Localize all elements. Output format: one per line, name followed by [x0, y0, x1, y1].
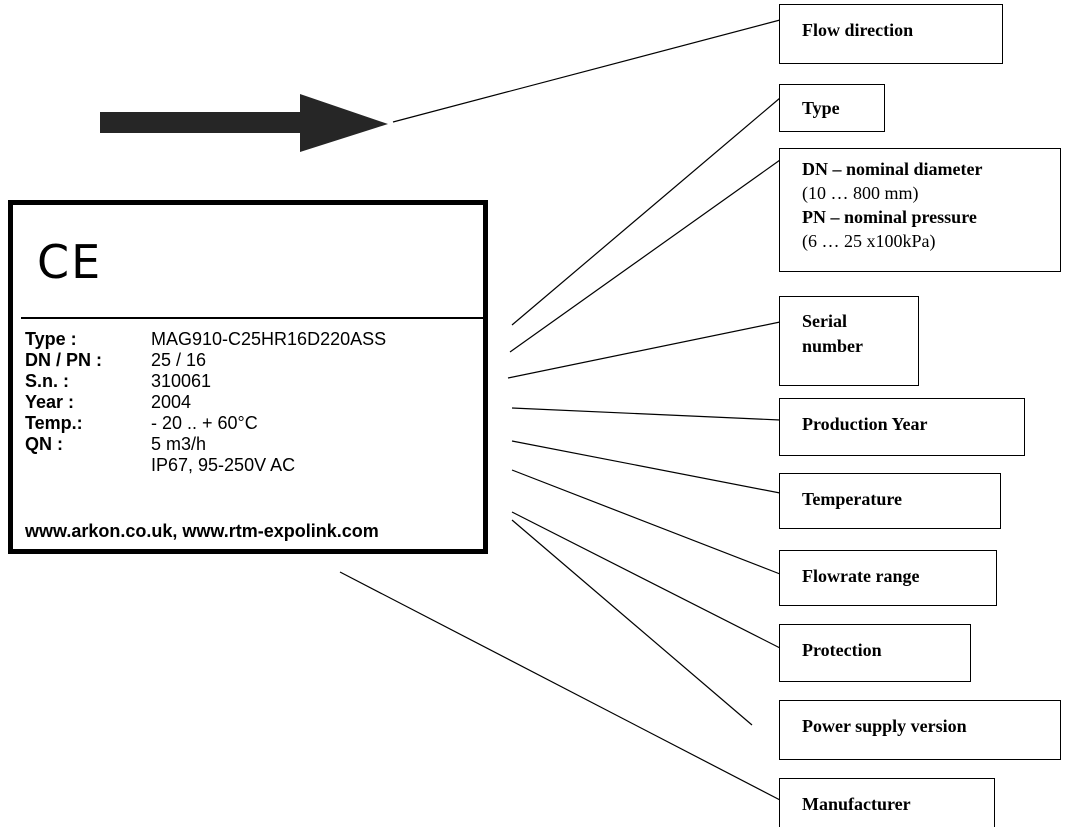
leader-flowrate [511, 469, 781, 575]
callout-protection: Protection [779, 624, 971, 682]
spec-label: Type : [25, 329, 77, 349]
callout-dn-title: DN – nominal diameter [802, 159, 983, 179]
callout-flow-direction: Flow direction [779, 4, 1003, 64]
leader-type [511, 97, 781, 326]
callout-label-line2: number [802, 336, 864, 356]
callout-dn-pn: DN – nominal diameter (10 … 800 mm) PN –… [779, 148, 1061, 272]
nameplate: CE Type : MAG910-C25HR16D220ASS DN / PN … [8, 200, 488, 554]
leader-dn-pn [509, 159, 781, 353]
callout-label: Type [802, 98, 840, 118]
callout-flowrate-range: Flowrate range [779, 550, 997, 606]
spec-label: QN : [25, 434, 63, 454]
spec-label: S.n. : [25, 371, 69, 391]
callout-pn-title: PN – nominal pressure [802, 207, 977, 227]
callout-manufacturer: Manufacturer [779, 778, 995, 827]
ce-mark: CE [37, 235, 103, 289]
leader-serial [507, 321, 781, 379]
callout-type: Type [779, 84, 885, 132]
nameplate-spec-table: Type : MAG910-C25HR16D220ASS DN / PN : 2… [25, 329, 386, 476]
spec-row-type: Type : MAG910-C25HR16D220ASS [25, 329, 386, 350]
spec-row-temperature: Temp.: - 20 .. + 60°C [25, 413, 386, 434]
leader-flow-direction [392, 19, 781, 123]
leader-year [511, 407, 781, 421]
leader-manufacturer [339, 571, 781, 801]
spec-value: 25 / 16 [151, 350, 207, 370]
callout-serial-number: Serial number [779, 296, 919, 386]
spec-row-serial: S.n. : 310061 [25, 371, 386, 392]
nameplate-divider [21, 317, 483, 319]
spec-row-protection-power: IP67, 95-250V AC [25, 455, 386, 476]
leader-power-supply [511, 519, 753, 726]
spec-row-qn: QN : 5 m3/h [25, 434, 386, 455]
callout-power-supply-version: Power supply version [779, 700, 1061, 760]
callout-label: Production Year [802, 414, 928, 434]
spec-value: - 20 .. + 60°C [151, 413, 258, 433]
manufacturer-website: www.arkon.co.uk, www.rtm-expolink.com [25, 521, 379, 541]
callout-temperature: Temperature [779, 473, 1001, 529]
callout-label: Manufacturer [802, 794, 911, 814]
leader-temperature [511, 440, 781, 494]
spec-value: MAG910-C25HR16D220ASS [151, 329, 387, 349]
callout-label-line1: Serial [802, 311, 847, 331]
callout-label: Power supply version [802, 716, 967, 736]
spec-value: IP67, 95-250V AC [151, 455, 296, 475]
spec-label: Temp.: [25, 413, 83, 433]
leader-protection [511, 511, 781, 649]
spec-label: DN / PN : [25, 350, 103, 370]
flow-direction-arrow-icon [100, 94, 388, 152]
spec-row-year: Year : 2004 [25, 392, 386, 413]
spec-value: 310061 [151, 371, 212, 391]
callout-label: Flow direction [802, 20, 914, 40]
callout-label: Protection [802, 640, 882, 660]
callout-production-year: Production Year [779, 398, 1025, 456]
callout-dn-range: (10 … 800 mm) [802, 183, 919, 203]
callout-label: Temperature [802, 489, 902, 509]
callout-label: Flowrate range [802, 566, 920, 586]
spec-value: 2004 [151, 392, 192, 412]
spec-label [25, 455, 151, 476]
callout-pn-range: (6 … 25 x100kPa) [802, 231, 936, 251]
spec-label: Year : [25, 392, 75, 412]
spec-value: 5 m3/h [151, 434, 207, 454]
spec-row-dn-pn: DN / PN : 25 / 16 [25, 350, 386, 371]
